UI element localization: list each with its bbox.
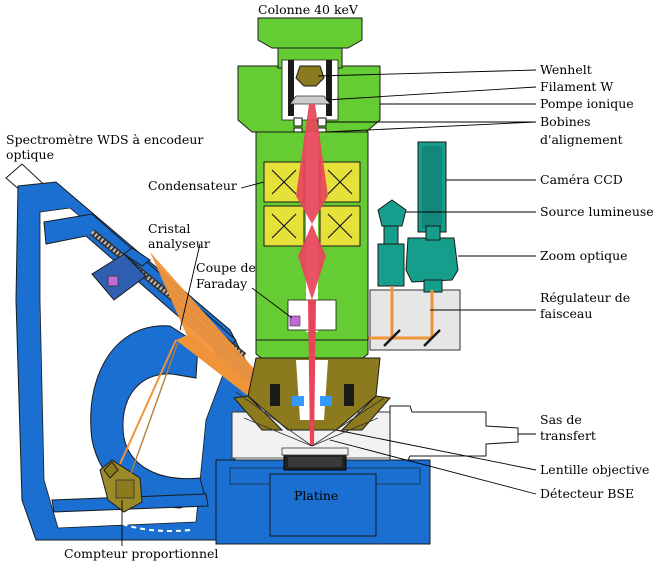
label-ion-pump: Pompe ionique <box>540 96 634 111</box>
label-crystal-1: Cristal <box>148 221 190 236</box>
electron-beam <box>296 104 328 446</box>
label-transfer-lock-2: transfert <box>540 428 596 443</box>
label-stage: Platine <box>294 488 338 503</box>
label-beam-regulator-2: faisceau <box>540 306 592 321</box>
label-filament: Filament W <box>540 79 613 94</box>
label-objective-lens: Lentille objective <box>540 462 649 477</box>
label-bse-detector: Détecteur BSE <box>540 486 634 501</box>
label-column: Colonne 40 keV <box>258 2 359 17</box>
label-light-source: Source lumineuse <box>540 204 654 219</box>
label-transfer-lock-1: Sas de <box>540 412 582 427</box>
label-ccd-camera: Caméra CCD <box>540 172 623 187</box>
labels: Colonne 40 keV Wenhelt Filament W Pompe … <box>6 2 654 561</box>
label-wds-2: optique <box>6 147 54 162</box>
label-wehnelt: Wenhelt <box>540 62 592 77</box>
label-wds-1: Spectromètre WDS à encodeur <box>6 132 203 147</box>
transfer-lock <box>389 405 519 461</box>
label-condenser: Condensateur <box>148 178 237 193</box>
label-alignment-coils-1: Bobines <box>540 114 591 129</box>
label-alignment-coils-2: d'alignement <box>540 132 623 147</box>
label-crystal-2: analyseur <box>148 236 210 251</box>
label-proportional-counter: Compteur proportionnel <box>64 546 218 561</box>
label-optical-zoom: Zoom optique <box>540 248 628 263</box>
stage-assembly <box>215 447 431 545</box>
label-faraday-1: Coupe de <box>196 260 256 275</box>
wds-spectrometer <box>5 163 263 541</box>
label-faraday-2: Faraday <box>196 276 248 291</box>
label-beam-regulator-1: Régulateur de <box>540 290 630 305</box>
analyzer-crystal <box>91 247 151 301</box>
leader-lines <box>121 69 537 546</box>
